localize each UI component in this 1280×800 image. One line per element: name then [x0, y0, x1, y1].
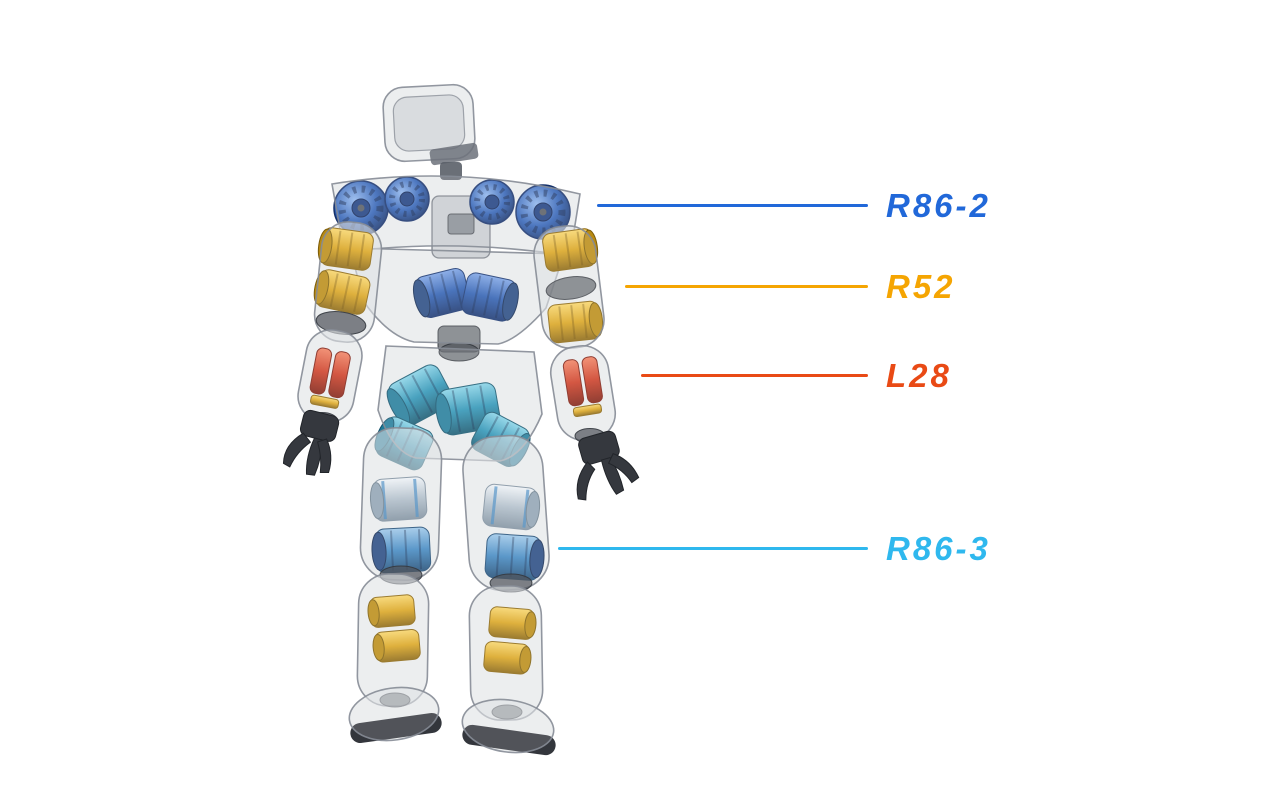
left-foot — [345, 681, 443, 747]
callout-line — [625, 284, 868, 288]
callout-l28: L28 — [641, 353, 952, 397]
right-leg — [458, 432, 558, 759]
callout-line — [641, 373, 868, 377]
callout-label: R86-3 — [886, 529, 991, 567]
robot-head — [381, 82, 479, 180]
callout-label: R52 — [886, 267, 956, 305]
callout-r86-3: R86-3 — [558, 526, 991, 570]
left-leg — [345, 425, 444, 747]
callout-r86-2: R86-2 — [597, 183, 991, 227]
callout-r52: R52 — [625, 264, 956, 308]
right-arm — [529, 221, 640, 501]
callout-label: L28 — [886, 356, 952, 394]
right-foot — [458, 693, 558, 759]
callout-line — [558, 546, 868, 550]
callout-line — [597, 203, 868, 207]
left-hand-gripper — [282, 409, 340, 476]
right-hand-gripper — [576, 430, 640, 501]
left-arm — [282, 218, 385, 476]
callout-label: R86-2 — [886, 186, 991, 224]
